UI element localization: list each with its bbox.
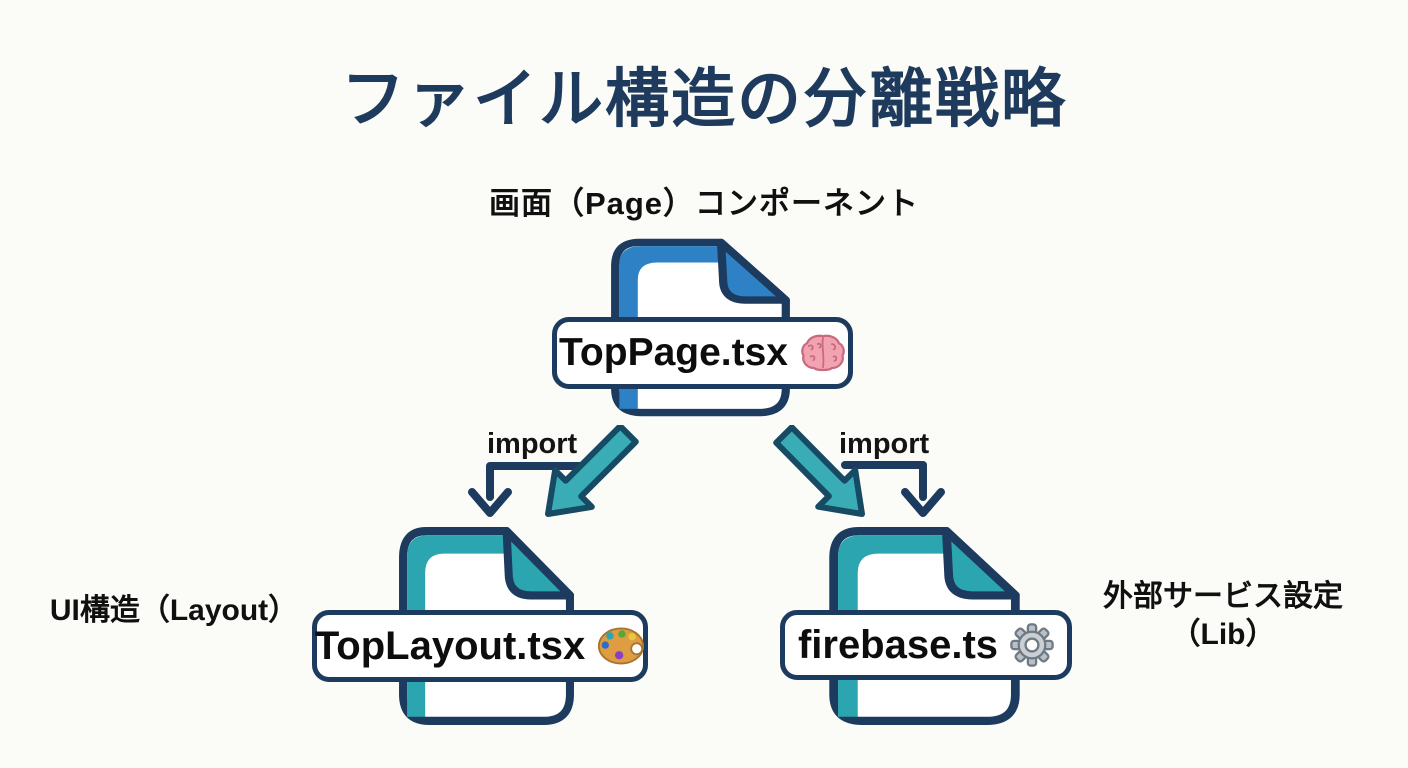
gear-icon [1010, 623, 1054, 667]
palette-icon [598, 627, 645, 665]
file-name-firebase: firebase.ts [797, 622, 999, 667]
import-label-right: import [839, 428, 930, 460]
file-name-toppage: TopPage.tsx [559, 331, 788, 374]
caption-lib: 外部サービス設定 （Lib） [1083, 578, 1363, 653]
caption-layout: UI構造（Layout） [49, 594, 299, 627]
brain-icon [801, 334, 845, 372]
page-title: ファイル構造の分離戦略 [341, 63, 1067, 135]
caption-lib-line1: 外部サービス設定 [1103, 580, 1343, 613]
file-name-toplayout: TopLayout.tsx [314, 623, 586, 668]
caption-lib-line2: （Lib） [1170, 617, 1276, 651]
file-pill-firebase: firebase.ts [780, 610, 1072, 680]
file-pill-toppage: TopPage.tsx [552, 317, 853, 389]
import-label-left: import [487, 428, 578, 460]
file-pill-toplayout: TopLayout.tsx [312, 610, 648, 682]
import-arrow-left [468, 425, 639, 517]
import-arrow-right [773, 425, 945, 517]
caption-page-component: 画面（Page）コンポーネント [488, 186, 920, 221]
